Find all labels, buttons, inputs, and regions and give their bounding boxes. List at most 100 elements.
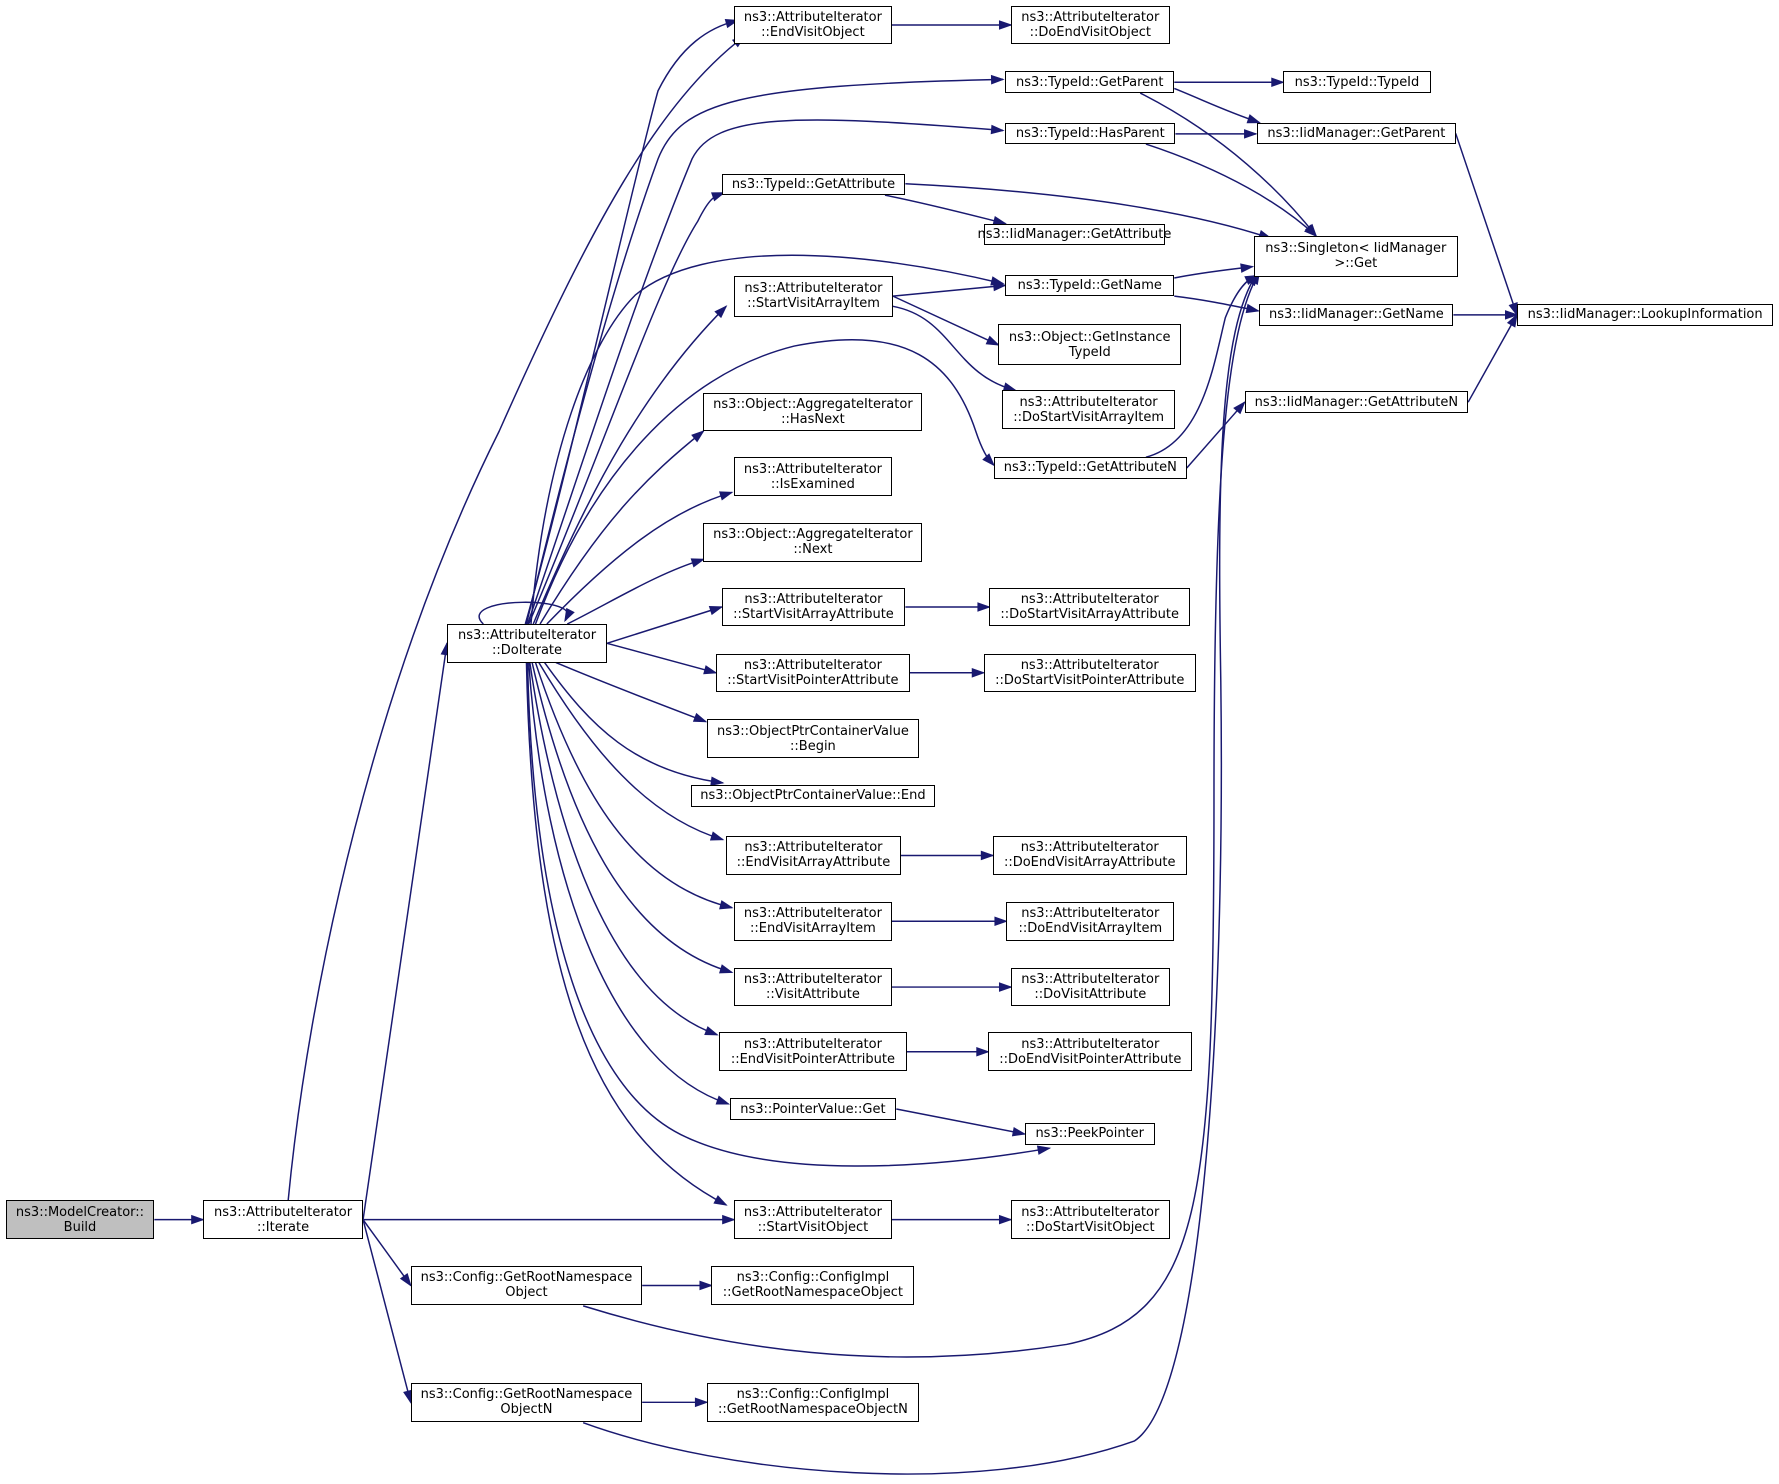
node-doendvisitarrayattr[interactable]: ns3::AttributeIterator::DoEndVisitArrayA… (992, 836, 1187, 875)
node-startvisitarrayitem[interactable]: ns3::AttributeIterator::StartVisitArrayI… (734, 275, 893, 317)
edge-doiterate-to-endvisitarrayattr (538, 662, 723, 841)
node-cfg_getrootnsn[interactable]: ns3::Config::ConfigImpl::GetRootNamespac… (706, 1383, 919, 1422)
node-iid_getname[interactable]: ns3::IidManager::GetName (1259, 304, 1454, 326)
node-endvisitarrayattr[interactable]: ns3::AttributeIterator::EndVisitArrayAtt… (726, 836, 901, 875)
node-getparent[interactable]: ns3::TypeId::GetParent (1005, 71, 1175, 94)
node-endvisitarrayitem[interactable]: ns3::AttributeIterator::EndVisitArrayIte… (734, 901, 892, 941)
node-dostartvisitarrayitem[interactable]: ns3::AttributeIterator::DoStartVisitArra… (1001, 390, 1176, 429)
node-label: ::EndVisitArrayAttribute (736, 855, 891, 871)
node-label: ns3::AttributeIterator (1020, 840, 1159, 856)
node-iterate[interactable]: ns3::AttributeIterator::Iterate (203, 1200, 364, 1239)
edge-getrootns-to-singleton (582, 271, 1260, 1358)
node-dostartvisitarrayattr[interactable]: ns3::AttributeIterator::DoStartVisitArra… (989, 587, 1191, 627)
node-label: ::DoIterate (491, 643, 563, 659)
node-label: ::Next (793, 542, 833, 558)
node-label: ns3::AttributeIterator (1021, 9, 1160, 25)
node-agg_hasnext[interactable]: ns3::Object::AggregateIterator::HasNext (703, 392, 923, 432)
node-label: ns3::Config::GetRootNamespace (420, 1387, 633, 1403)
node-iid_getattribute[interactable]: ns3::IidManager::GetAttribute (978, 223, 1171, 246)
node-label: ns3::IidManager::LookupInformation (1527, 307, 1763, 323)
node-label: ns3::AttributeIterator (743, 1204, 882, 1220)
node-label: ns3::AttributeIterator (743, 1036, 882, 1052)
arrowhead-endvisitarrayattr-to-doendvisitarrayattr (980, 850, 995, 861)
edge-startvisitarrayitem-to-getname (892, 284, 1006, 297)
node-startvisitptrattr[interactable]: ns3::AttributeIterator::StartVisitPointe… (715, 653, 910, 693)
node-isexamined[interactable]: ns3::AttributeIterator::IsExamined (734, 457, 892, 496)
edge-getparent-to-singleton (1139, 92, 1317, 237)
node-build[interactable]: ns3::ModelCreator::Build (5, 1200, 155, 1239)
node-doendvisitptrattr[interactable]: ns3::AttributeIterator::DoEndVisitPointe… (988, 1032, 1193, 1072)
node-label: ns3::IidManager::GetParent (1267, 125, 1446, 141)
edge-doiterate-to-optrbegin (555, 661, 706, 723)
node-label: ::DoEndVisitObject (1029, 24, 1152, 40)
arrowhead-doiterate-to-agg_hasnext (691, 430, 705, 443)
node-label: ::HasNext (781, 411, 845, 427)
node-label: ::EndVisitArrayItem (750, 921, 876, 937)
node-ptrvalueget[interactable]: ns3::PointerValue::Get (729, 1098, 897, 1120)
node-doiterate[interactable]: ns3::AttributeIterator::DoIterate (447, 624, 607, 663)
node-startvisitarrayattr[interactable]: ns3::AttributeIterator::StartVisitArrayA… (721, 587, 906, 627)
node-dovisitattr[interactable]: ns3::AttributeIterator::DoVisitAttribute (1010, 967, 1170, 1007)
node-label: ::DoEndVisitPointerAttribute (999, 1051, 1182, 1067)
node-singleton[interactable]: ns3::Singleton< IidManager>::Get (1253, 235, 1458, 277)
node-label: ns3::AttributeIterator (744, 591, 883, 607)
node-getattributen[interactable]: ns3::TypeId::GetAttributeN (993, 457, 1187, 479)
node-label: ::DoEndVisitArrayAttribute (1003, 855, 1176, 871)
node-label: ::DoVisitAttribute (1034, 987, 1147, 1003)
node-label: ns3::TypeId::GetParent (1015, 74, 1164, 90)
arrowhead-iterate-to-getrootns (399, 1273, 412, 1287)
node-dostartvisitptrattr[interactable]: ns3::AttributeIterator::DoStartVisitPoin… (983, 653, 1196, 693)
node-label: ns3::IidManager::GetAttribute (977, 226, 1172, 242)
node-endvisitptrattr[interactable]: ns3::AttributeIterator::EndVisitPointerA… (719, 1032, 907, 1072)
arrowhead-iterate-to-startvisitobj (722, 1214, 736, 1225)
arrowhead-visitattr-to-dovisitattr (998, 982, 1013, 992)
node-optrend[interactable]: ns3::ObjectPtrContainerValue::End (690, 785, 935, 807)
node-iid_getattributen[interactable]: ns3::IidManager::GetAttributeN (1244, 391, 1469, 413)
edge-getattribute-to-singleton (905, 183, 1271, 239)
node-label: ns3::AttributeIterator (1021, 906, 1160, 922)
node-optrbegin[interactable]: ns3::ObjectPtrContainerValue::Begin (706, 719, 919, 758)
arrowhead-doiterate-to-visitattr (719, 964, 734, 974)
arrowhead-doiterate-to-isexamined (719, 491, 734, 501)
node-startvisitobj[interactable]: ns3::AttributeIterator::StartVisitObject (734, 1200, 892, 1239)
node-getname[interactable]: ns3::TypeId::GetName (1005, 274, 1175, 297)
arrowhead-getrootnsn-to-cfg_getrootnsn (694, 1397, 709, 1408)
node-label: ns3::TypeId::GetAttribute (731, 176, 896, 192)
node-label: ::GetRootNamespaceObjectN (717, 1402, 908, 1418)
arrowhead-getattributen-to-iid_getattributen (1233, 400, 1246, 415)
arrowhead-hasparent-to-singleton (1304, 224, 1318, 238)
node-lookup[interactable]: ns3::IidManager::LookupInformation (1516, 304, 1774, 326)
node-label: ::GetRootNamespaceObject (722, 1285, 903, 1301)
node-label: ns3::Config::ConfigImpl (736, 1387, 890, 1403)
node-hasparent[interactable]: ns3::TypeId::HasParent (1005, 122, 1176, 145)
arrowhead-doiterate-to-endvisitptrattr (704, 1026, 719, 1036)
arrowhead-doiterate-to-startvisitarrayitem (714, 305, 728, 319)
node-agg_next[interactable]: ns3::Object::AggregateIterator::Next (703, 523, 923, 562)
arrowhead-getname-to-iid_getname (1245, 303, 1260, 314)
node-doendvisitarrayitem[interactable]: ns3::AttributeIterator::DoEndVisitArrayI… (1006, 901, 1175, 941)
node-iid_getparent[interactable]: ns3::IidManager::GetParent (1257, 122, 1456, 145)
node-endvisitobj[interactable]: ns3::AttributeIterator::EndVisitObject (734, 5, 892, 45)
node-doendvisitobj[interactable]: ns3::AttributeIterator::DoEndVisitObject (1010, 5, 1170, 45)
node-label: ns3::TypeId::GetName (1017, 277, 1162, 293)
arrowhead-getattributen-to-singleton (1244, 274, 1259, 285)
node-label: ns3::IidManager::GetAttributeN (1254, 394, 1459, 410)
node-label: ns3::IidManager::GetName (1268, 307, 1444, 323)
node-cfg_getrootns[interactable]: ns3::Config::ConfigImpl::GetRootNamespac… (711, 1266, 915, 1305)
node-visitattr[interactable]: ns3::AttributeIterator::VisitAttribute (734, 967, 892, 1007)
arrowhead-doiterate-to-getattributen (982, 453, 996, 467)
node-typeid[interactable]: ns3::TypeId::TypeId (1283, 71, 1431, 94)
node-peekpointer[interactable]: ns3::PeekPointer (1024, 1123, 1155, 1145)
node-label: ::VisitAttribute (765, 987, 860, 1003)
edge-doiterate-to-getparent (525, 78, 1003, 625)
arrowhead-doiterate-to-ptrvalueget (715, 1095, 731, 1105)
node-getattribute[interactable]: ns3::TypeId::GetAttribute (721, 173, 906, 196)
arrowhead-doiterate-to-getparent (990, 74, 1005, 85)
node-dostartvisitobj[interactable]: ns3::AttributeIterator::DoStartVisitObje… (1010, 1200, 1170, 1239)
edge-doiterate-to-startvisitobj (525, 662, 727, 1206)
node-label: ns3::TypeId::GetAttributeN (1003, 460, 1177, 476)
